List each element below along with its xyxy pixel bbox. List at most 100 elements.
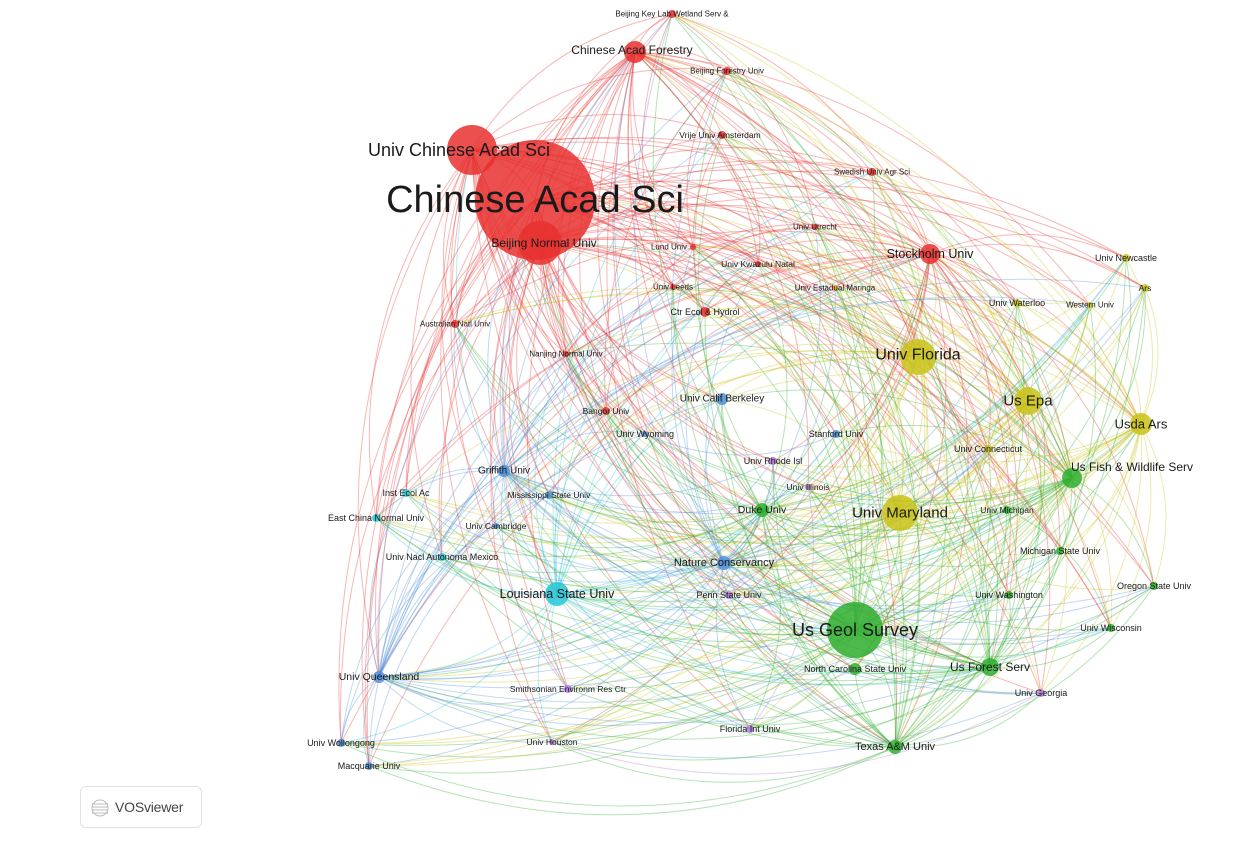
label-univ-maryland[interactable]: Univ Maryland — [852, 505, 948, 522]
node-univ-nacl-autonoma-mexico[interactable] — [438, 553, 446, 561]
node-duke-univ[interactable] — [755, 503, 769, 517]
label-univ-washington[interactable]: Univ Washington — [975, 590, 1043, 600]
node-univ-florida[interactable] — [900, 339, 936, 375]
label-univ-rhode-isl[interactable]: Univ Rhode Isl — [744, 456, 803, 466]
label-mississippi-state-univ[interactable]: Mississippi State Univ — [508, 490, 591, 500]
node-penn-state-univ[interactable] — [725, 591, 733, 599]
label-univ-wollongong[interactable]: Univ Wollongong — [307, 738, 375, 748]
label-smithsonian-environm-res-ctr[interactable]: Smithsonian Environm Res Ctr — [510, 684, 626, 694]
node-beijing-normal-univ[interactable] — [518, 221, 562, 265]
node-univ-chinese-acad-sci[interactable] — [447, 125, 497, 175]
label-east-china-normal-univ[interactable]: East China Normal Univ — [328, 513, 425, 523]
label-stanford-univ[interactable]: Stanford Univ — [809, 429, 864, 439]
node-bangor-univ[interactable] — [602, 407, 610, 415]
label-michigan-state-univ[interactable]: Michigan State Univ — [1020, 546, 1101, 556]
label-univ-connecticut[interactable]: Univ Connecticut — [954, 444, 1023, 454]
label-penn-state-univ[interactable]: Penn State Univ — [696, 590, 762, 600]
node-oregon-state-univ[interactable] — [1150, 582, 1158, 590]
node-univ-connecticut[interactable] — [984, 445, 992, 453]
node-east-china-normal-univ[interactable] — [372, 514, 380, 522]
label-univ-florida[interactable]: Univ Florida — [875, 347, 960, 364]
vosviewer-brand[interactable]: VOSviewer — [80, 786, 202, 828]
label-florida-int-univ[interactable]: Florida Int Univ — [720, 724, 781, 734]
label-ars[interactable]: Ars — [1139, 283, 1152, 293]
node-mississippi-state-univ[interactable] — [545, 491, 553, 499]
node-ars[interactable] — [1141, 284, 1149, 292]
label-univ-waterloo[interactable]: Univ Waterloo — [989, 298, 1045, 308]
node-louisiana-state-univ[interactable] — [545, 582, 569, 606]
label-univ-queensland[interactable]: Univ Queensland — [339, 671, 420, 683]
node-beijing-forestry-univ[interactable] — [723, 67, 731, 75]
label-chinese-acad-forestry[interactable]: Chinese Acad Forestry — [571, 43, 692, 57]
node-univ-michigan[interactable] — [1003, 506, 1011, 514]
node-inst-ecol-ac[interactable] — [402, 489, 410, 497]
node-ctr-ecol-hydrol[interactable] — [700, 307, 710, 317]
label-beijing-key-lab-wetland[interactable]: Beijing Key Lab Wetland Serv & — [615, 10, 729, 19]
node-univ-utrecht[interactable] — [812, 224, 818, 230]
node-univ-houston[interactable] — [549, 739, 555, 745]
node-usda-ars[interactable] — [1130, 413, 1152, 435]
node-univ-wyoming[interactable] — [642, 431, 648, 437]
label-nature-conservancy[interactable]: Nature Conservancy — [674, 557, 775, 569]
label-stockholm-univ[interactable]: Stockholm Univ — [887, 247, 975, 261]
node-nanjing-normal-univ[interactable] — [563, 351, 569, 357]
label-louisiana-state-univ[interactable]: Louisiana State Univ — [500, 587, 615, 601]
node-univ-illinois[interactable] — [805, 484, 811, 490]
label-vrije-univ-amsterdam[interactable]: Vrije Univ Amsterdam — [679, 130, 760, 140]
label-univ-wyoming[interactable]: Univ Wyoming — [616, 429, 674, 439]
node-swedish-univ-agr-sci[interactable] — [868, 168, 876, 176]
label-us-fish-wildlife-serv[interactable]: Us Fish & Wildlife Serv — [1071, 460, 1193, 474]
label-univ-nacl-autonoma-mexico[interactable]: Univ Nacl Autonoma Mexico — [386, 552, 499, 562]
label-texas-am-univ[interactable]: Texas A&M Univ — [855, 741, 936, 753]
label-us-forest-serv[interactable]: Us Forest Serv — [950, 660, 1030, 674]
node-michigan-state-univ[interactable] — [1056, 547, 1064, 555]
label-western-univ[interactable]: Western Univ — [1066, 301, 1114, 310]
label-ctr-ecol-hydrol[interactable]: Ctr Ecol & Hydrol — [670, 307, 739, 317]
node-us-geol-survey[interactable] — [827, 602, 883, 658]
node-smithsonian-environm-res-ctr[interactable] — [564, 685, 572, 693]
node-beijing-key-lab-wetland[interactable] — [668, 10, 676, 18]
label-univ-chinese-acad-sci[interactable]: Univ Chinese Acad Sci — [368, 140, 550, 160]
label-inst-ecol-ac[interactable]: Inst Ecol Ac — [382, 488, 430, 498]
node-univ-waterloo[interactable] — [1013, 299, 1021, 307]
label-nanjing-normal-univ[interactable]: Nanjing Normal Univ — [529, 350, 602, 359]
node-texas-am-univ[interactable] — [888, 740, 902, 754]
label-beijing-forestry-univ[interactable]: Beijing Forestry Univ — [690, 67, 764, 76]
node-north-carolina-state-univ[interactable] — [849, 663, 861, 675]
node-univ-calif-berkeley[interactable] — [716, 393, 728, 405]
label-us-geol-survey[interactable]: Us Geol Survey — [792, 620, 918, 640]
node-univ-queensland[interactable] — [373, 671, 385, 683]
label-univ-calif-berkeley[interactable]: Univ Calif Berkeley — [680, 394, 764, 405]
label-duke-univ[interactable]: Duke Univ — [738, 504, 787, 516]
node-us-fish-wildlife-serv[interactable] — [1062, 468, 1082, 488]
node-univ-estadual-maringa[interactable] — [832, 285, 838, 291]
label-univ-utrecht[interactable]: Univ Utrecht — [793, 223, 838, 232]
node-lund-univ[interactable] — [690, 244, 696, 250]
node-univ-newcastle[interactable] — [1122, 254, 1130, 262]
label-univ-illinois[interactable]: Univ Illinois — [787, 482, 830, 492]
label-macquarie-univ[interactable]: Macquarie Univ — [338, 761, 401, 771]
label-oregon-state-univ[interactable]: Oregon State Univ — [1117, 581, 1192, 591]
node-univ-wisconsin[interactable] — [1107, 624, 1115, 632]
label-univ-leeds[interactable]: Univ Leeds — [653, 283, 693, 292]
label-univ-georgia[interactable]: Univ Georgia — [1015, 688, 1068, 698]
node-univ-wollongong[interactable] — [337, 739, 345, 747]
node-griffith-univ[interactable] — [498, 465, 510, 477]
node-nature-conservancy[interactable] — [717, 556, 731, 570]
node-us-epa[interactable] — [1014, 387, 1042, 415]
label-australian-natl-univ[interactable]: Australian Natl Univ — [420, 320, 490, 329]
node-stanford-univ[interactable] — [832, 430, 840, 438]
label-swedish-univ-agr-sci[interactable]: Swedish Univ Agr Sci — [834, 168, 910, 177]
node-western-univ[interactable] — [1087, 302, 1093, 308]
label-beijing-normal-univ[interactable]: Beijing Normal Univ — [491, 236, 596, 250]
node-univ-maryland[interactable] — [882, 495, 918, 531]
label-griffith-univ[interactable]: Griffith Univ — [478, 466, 530, 477]
node-us-forest-serv[interactable] — [981, 658, 999, 676]
node-univ-rhode-isl[interactable] — [769, 457, 777, 465]
node-univ-georgia[interactable] — [1037, 689, 1045, 697]
node-australian-natl-univ[interactable] — [451, 320, 459, 328]
label-univ-newcastle[interactable]: Univ Newcastle — [1095, 253, 1157, 263]
label-univ-estadual-maringa[interactable]: Univ Estadual Maringa — [795, 284, 876, 293]
node-florida-int-univ[interactable] — [746, 725, 754, 733]
